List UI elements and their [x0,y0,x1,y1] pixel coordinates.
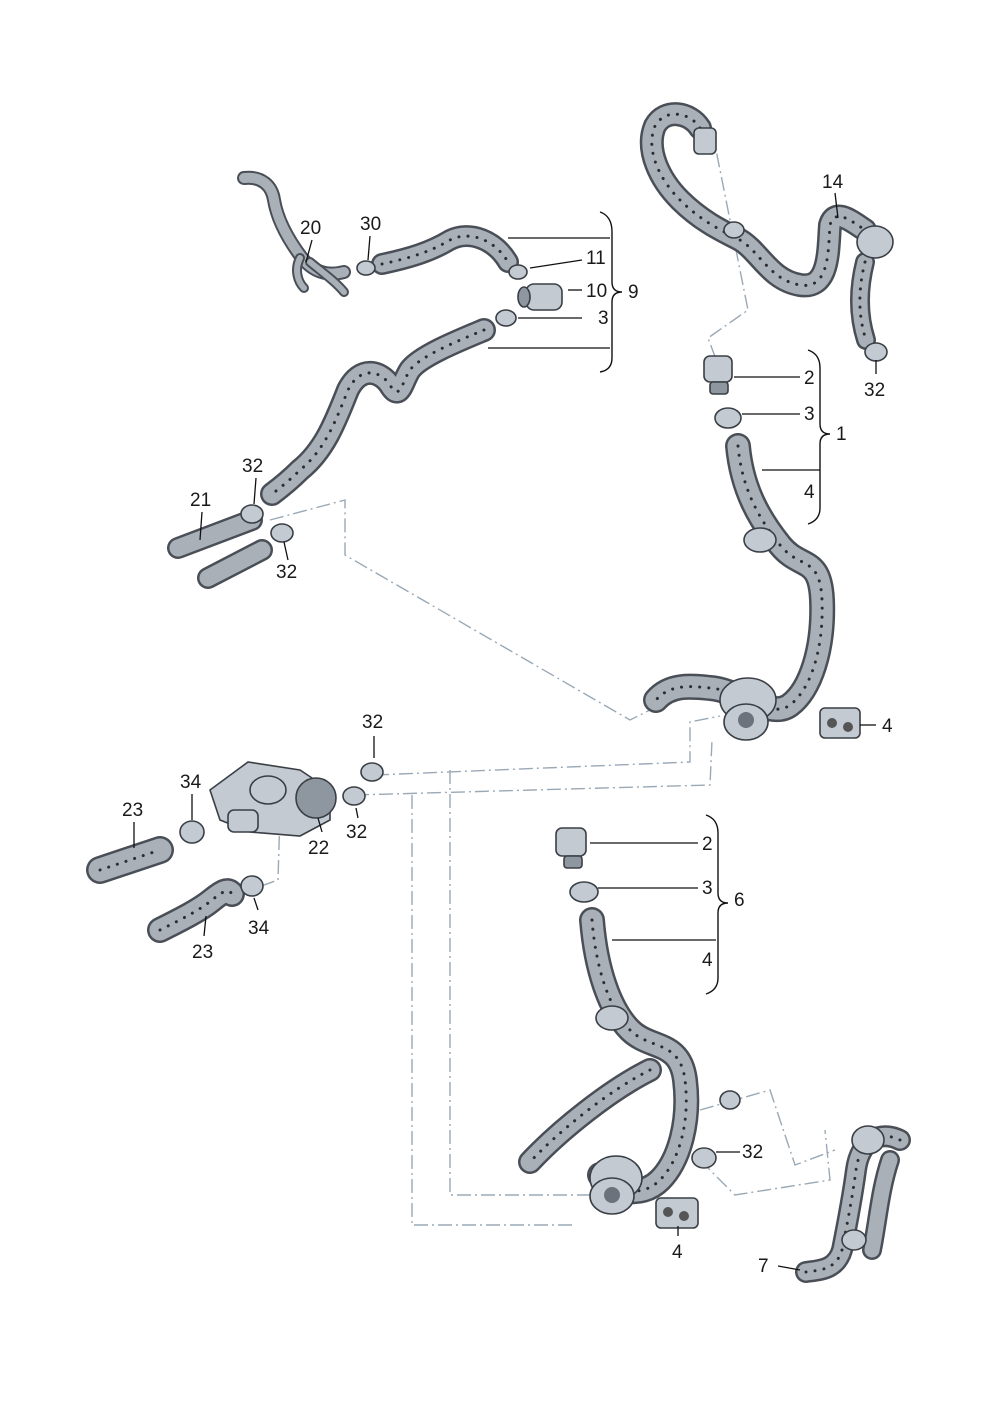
hose-7 [795,1125,911,1283]
callout-7: 7 [758,1256,769,1277]
cap-2-lower [555,827,587,869]
cap-2-upper [703,355,733,395]
pipes-21 [167,509,273,589]
callout-11: 11 [586,248,606,269]
callout-6: 6 [734,890,745,911]
callout-4-lower: 4 [702,950,713,971]
callout-3-lower: 3 [702,878,713,899]
clamp-34-lower [240,875,264,897]
callout-4-upper-right: 4 [804,482,815,503]
thermostat-housing-22 [209,761,337,837]
callout-4-holder-upper: 4 [882,716,893,737]
valve-10 [517,283,563,311]
clamp-32-top-right [864,342,888,362]
callout-21: 21 [190,490,211,511]
callout-30: 30 [360,214,381,235]
callout-23-upper: 23 [122,800,143,821]
holder-4-upper [819,707,861,739]
callout-32-left-bottom: 32 [276,562,297,583]
callout-34-lower: 34 [248,918,270,939]
clamp-11 [508,264,528,280]
clamps-32-lower [691,1090,741,1169]
pipe-20 [237,170,351,297]
callout-32-left-top: 32 [242,456,263,477]
callout-9: 9 [628,282,639,303]
callout-14: 14 [822,172,844,193]
callout-3-upper: 3 [598,308,609,329]
callout-4-holder-lower: 4 [672,1242,683,1263]
hose-long-left [260,318,496,506]
callout-2-lower: 2 [702,834,713,855]
clamp-3-lower [569,881,599,903]
hose-4-lower [518,907,700,1215]
callout-1: 1 [836,424,847,445]
callout-32-mid-bottom: 32 [346,822,367,843]
clamps-32-left [240,504,294,543]
clamp-3-right [714,407,742,429]
callout-20: 20 [300,218,321,239]
hose-14 [639,102,894,350]
clamp-30 [356,260,376,276]
hose-23-upper [86,836,174,884]
callout-10: 10 [586,281,607,302]
hose-23-lower [147,878,245,943]
callout-22: 22 [308,838,329,859]
callout-23-lower: 23 [192,942,213,963]
callout-labels: 20 30 11 10 9 3 32 21 32 14 32 2 3 1 4 4… [122,172,893,1277]
clamp-3-upper [495,309,517,327]
hose-4-upper-right [643,433,836,741]
holder-4-lower [655,1197,699,1229]
callout-32-mid-top: 32 [362,712,383,733]
callout-34-upper: 34 [180,772,202,793]
leader-lines [133,192,877,1271]
callout-32-lower: 32 [742,1142,763,1163]
clamp-34-upper [179,820,205,844]
callout-2-upper: 2 [804,368,815,389]
callout-3-right: 3 [804,404,815,425]
hose-upper-9 [371,225,519,275]
clamps-32-mid [342,762,384,806]
callout-32-top-right: 32 [864,380,885,401]
